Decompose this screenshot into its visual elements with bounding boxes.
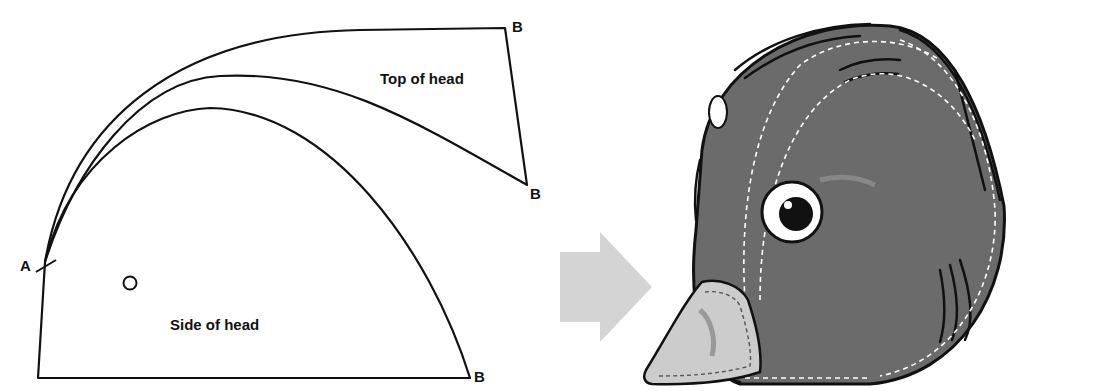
point-label: A — [20, 257, 31, 274]
piece-name: Side of head — [170, 316, 259, 333]
point-label: B — [512, 18, 523, 35]
piece-outline — [30, 100, 480, 385]
pattern-piece: Top of head — [30, 18, 540, 268]
bird-head — [644, 24, 1004, 384]
piece-outline — [30, 18, 540, 268]
direction-arrow — [560, 232, 652, 342]
pattern-piece: Side of head — [30, 100, 480, 385]
hole-marker — [124, 277, 137, 290]
point-label: B — [474, 368, 485, 385]
piece-name: Top of head — [380, 70, 464, 87]
point-label: B — [530, 185, 541, 202]
